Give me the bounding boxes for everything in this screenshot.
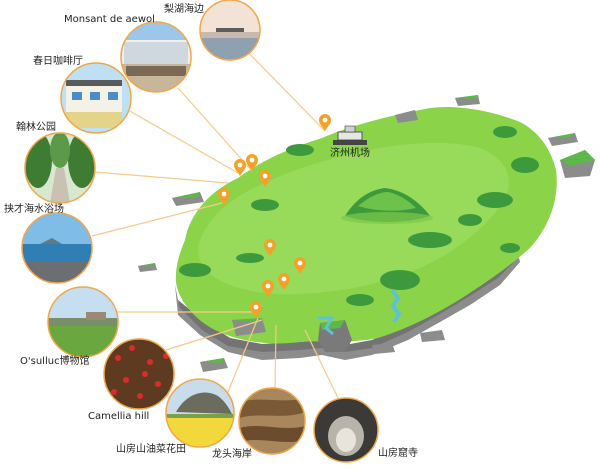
photo-yongmeori-coast (238, 387, 306, 455)
pin-hallim-park (259, 170, 271, 187)
photo-iho-beach (199, 0, 261, 61)
bridge-stream (318, 316, 335, 336)
photo-sanbang-canola (165, 378, 235, 448)
pin-inland-1 (264, 239, 276, 256)
label-airport: 济州机场 (330, 148, 370, 159)
photo-monsant (120, 21, 192, 93)
label-yongmeori: 龙头海岸 (212, 449, 252, 460)
photo-hallim-park (24, 132, 96, 204)
pin-camellia (262, 280, 274, 297)
pin-inland-2 (294, 257, 306, 274)
leader-lines (91, 39, 339, 399)
tree-clusters (179, 126, 539, 306)
hallasan-mountain (341, 188, 433, 224)
label-monsant: Monsant de aewol (64, 14, 155, 25)
photo-sanbanggulsa (313, 397, 379, 463)
label-hyeopjae-beach: 挟才海水浴场 (4, 204, 64, 215)
photo-osulloc (47, 286, 119, 358)
pin-monsant (246, 154, 258, 171)
pin-airport (319, 114, 331, 131)
label-sanbang-canola: 山房山油菜花田 (116, 444, 186, 455)
airport-building (333, 125, 367, 145)
waterfall (390, 288, 402, 324)
photo-hyeopjae-beach (21, 212, 93, 284)
label-sanbanggulsa: 山房窟寺 (378, 448, 418, 459)
label-iho-beach: 梨湖海边 (164, 4, 204, 15)
pin-sanbang (250, 301, 262, 318)
photo-camellia-hill (103, 338, 175, 410)
label-hallim-park: 翰林公园 (16, 122, 56, 133)
islets (138, 95, 595, 372)
label-chunil-cafe: 春日咖啡厅 (33, 56, 83, 67)
pin-osulloc (278, 273, 290, 290)
location-pins (218, 114, 331, 318)
label-osulloc: O'sulluc博物馆 (20, 356, 90, 367)
photo-chunil-cafe (60, 62, 132, 134)
label-camellia-hill: Camellia hill (88, 411, 150, 422)
pin-chunil-cafe (234, 159, 246, 176)
pin-hyeopjae (218, 188, 230, 205)
